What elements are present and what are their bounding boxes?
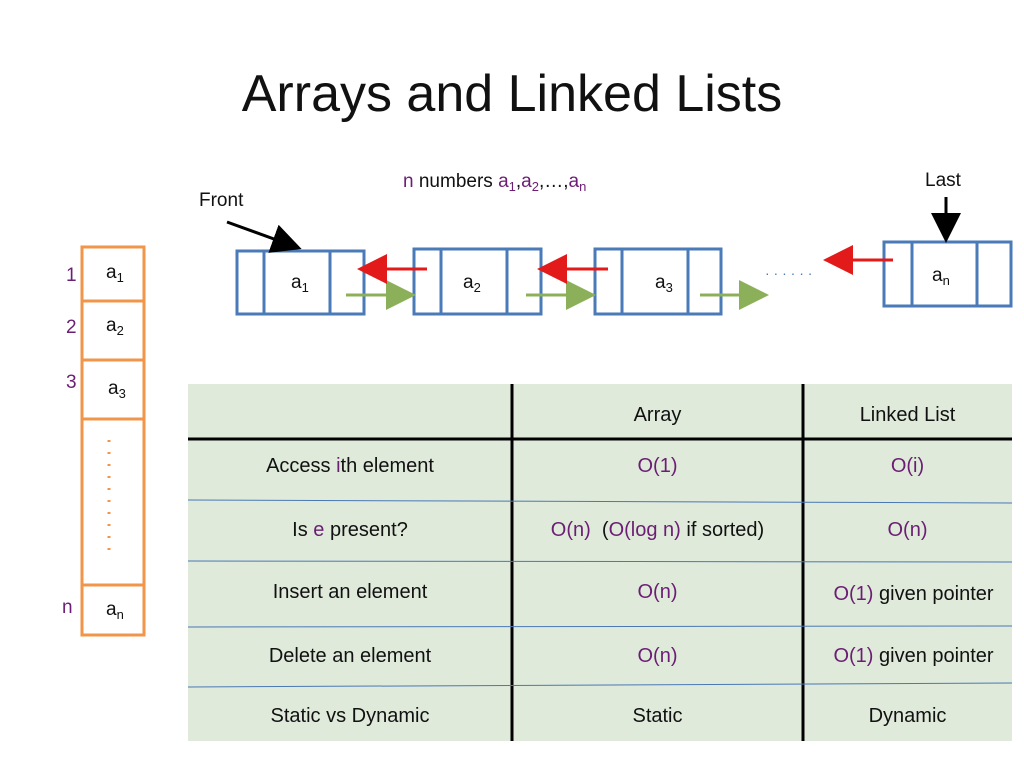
row-delete-list: O(1) given pointer bbox=[833, 645, 994, 667]
array-cell-3: a3 bbox=[108, 378, 126, 401]
row-op-access: Access ith element bbox=[266, 455, 434, 477]
sequence-caption: n numbers a1,a2,…,an bbox=[403, 171, 587, 194]
array-cell-2: a2 bbox=[106, 315, 124, 338]
row-op-delete: Delete an element bbox=[268, 645, 432, 667]
last-label: Last bbox=[925, 170, 961, 191]
array-index-2: 2 bbox=[66, 317, 77, 338]
caption-word: numbers bbox=[418, 171, 493, 192]
row-op-insert: Insert an element bbox=[272, 581, 428, 603]
row-delete-array: O(n) bbox=[637, 645, 678, 667]
row-present-list: O(n) bbox=[887, 519, 928, 541]
row-access-list: O(i) bbox=[890, 455, 925, 477]
front-label: Front bbox=[199, 190, 244, 211]
list-ellipsis: · · · · · · bbox=[765, 265, 813, 281]
array-cell-1: a1 bbox=[106, 262, 124, 285]
array-index-n: n bbox=[62, 597, 73, 618]
node-label-2: a2 bbox=[463, 272, 481, 295]
row-static-array: Static bbox=[632, 705, 683, 727]
row-insert-array: O(n) bbox=[637, 581, 678, 603]
node-label-3: a3 bbox=[655, 272, 673, 295]
row-op-present: Is e present? bbox=[292, 519, 408, 541]
array-column bbox=[80, 245, 146, 637]
slide-title: Arrays and Linked Lists bbox=[241, 65, 783, 123]
row-insert-list: O(1) given pointer bbox=[833, 583, 994, 605]
header-linked-list: Linked List bbox=[859, 404, 956, 426]
comparison-table-frame bbox=[187, 384, 1013, 741]
caption-n: n bbox=[403, 171, 414, 192]
row-op-static-dynamic: Static vs Dynamic bbox=[270, 705, 430, 727]
array-cell-n: an bbox=[106, 599, 124, 622]
array-index-1: 1 bbox=[66, 265, 77, 286]
node-label-1: a1 bbox=[291, 272, 309, 295]
row-present-array: O(n) (O(log n) if sorted) bbox=[550, 519, 765, 541]
header-array: Array bbox=[633, 404, 682, 426]
front-pointer-arrow bbox=[226, 220, 302, 253]
node-label-n: an bbox=[932, 265, 950, 288]
array-index-3: 3 bbox=[66, 372, 77, 393]
row-access-array: O(1) bbox=[637, 455, 678, 477]
row-static-list: Dynamic bbox=[868, 705, 947, 727]
